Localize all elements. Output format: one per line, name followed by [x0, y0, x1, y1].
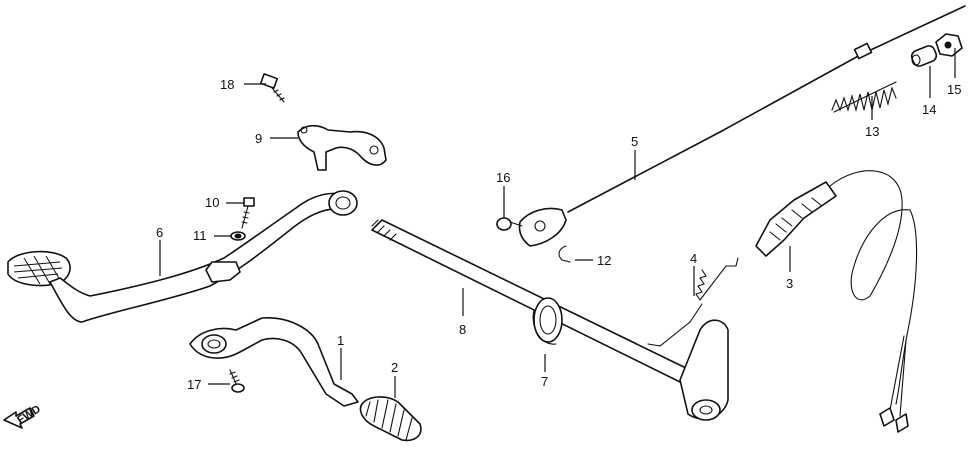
- callout-8: 8: [459, 322, 466, 337]
- shift-rubber: [359, 396, 422, 442]
- bracket: [297, 124, 387, 171]
- callout-3: 3: [786, 276, 793, 291]
- callout-16: 16: [496, 170, 510, 185]
- callout-6: 6: [156, 225, 163, 240]
- shift-lever: [189, 317, 359, 407]
- bolt-17: [229, 369, 245, 393]
- forward-direction-indicator: [3, 407, 35, 429]
- callout-14: 14: [922, 102, 936, 117]
- forward-direction-label: FWD: [15, 403, 43, 426]
- callout-11: 11: [193, 228, 207, 243]
- callout-5: 5: [631, 134, 638, 149]
- bolt-10: [241, 197, 255, 229]
- callout-15: 15: [947, 82, 961, 97]
- callout-18: 18: [220, 77, 234, 92]
- brake-pedal-arm: [7, 190, 358, 323]
- callout-13: 13: [865, 124, 879, 139]
- callout-1: 1: [337, 333, 344, 348]
- callout-10: 10: [205, 195, 219, 210]
- callouts: 18 9 10 11 6 1 2 17 8 7 4 12 16 5 3 13 1…: [156, 77, 961, 392]
- brake-rod: [518, 5, 966, 247]
- washer-11: [230, 231, 246, 241]
- callout-12: 12: [597, 253, 611, 268]
- brake-light-switch: [755, 170, 918, 433]
- callout-2: 2: [391, 360, 398, 375]
- brake-shaft: [371, 219, 729, 421]
- callout-4: 4: [690, 251, 697, 266]
- bolt-18: [259, 73, 285, 103]
- pin-16: [496, 217, 523, 231]
- callout-7: 7: [541, 374, 548, 389]
- collar-7: [532, 297, 563, 345]
- joint-14: [910, 45, 938, 67]
- spring-13: [831, 81, 897, 113]
- callout-17: 17: [187, 377, 201, 392]
- cotter-pin: [558, 245, 571, 263]
- spring-4: [647, 257, 739, 347]
- nut-15: [935, 33, 963, 57]
- callout-9: 9: [255, 131, 262, 146]
- leader-lines: [159, 48, 956, 398]
